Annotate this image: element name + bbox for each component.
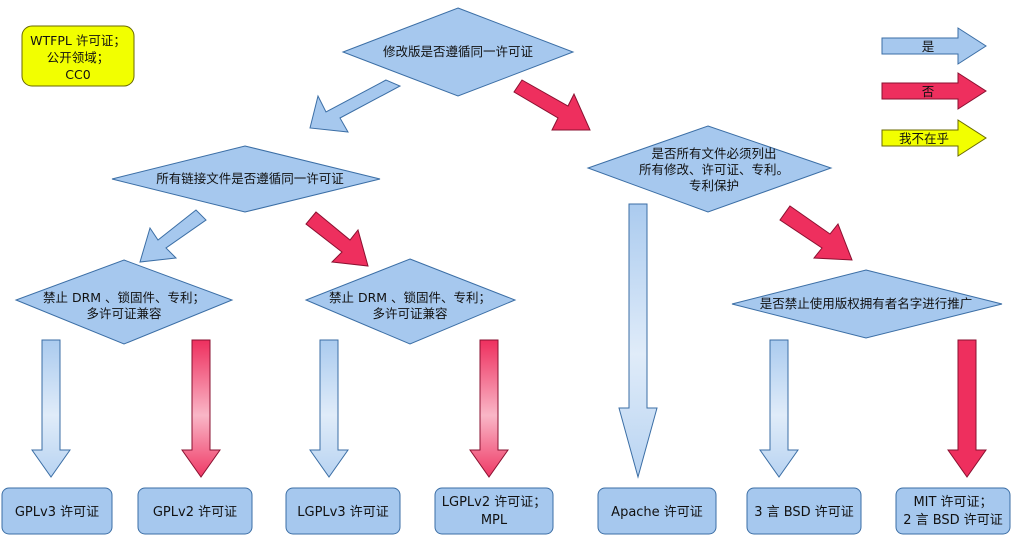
arrow-down-lgplv3-icon (309, 339, 349, 478)
legend-dontcare: 我不在乎 (881, 119, 987, 157)
license-apache-line-1: Apache 许可证 (611, 505, 703, 520)
arrow-down-lgplv2-icon (469, 339, 509, 478)
arrow-linked-no-icon (305, 211, 369, 267)
legend-no: 否 (881, 72, 987, 110)
arrow-down-apache-icon (618, 203, 658, 479)
decision-top-line-1: 修改版是否遵循同一许可证 (383, 44, 534, 59)
license-box-gplv3: GPLv3 许可证 (1, 487, 113, 535)
decision-top: 修改版是否遵循同一许可证 (341, 7, 575, 97)
decision-name-ban: 是否禁止使用版权拥有者名字进行推广 (731, 269, 1003, 339)
decision-drm-right-line-2: 多许可证兼容 (372, 306, 447, 321)
license-gplv2-line-1: GPLv2 许可证 (153, 505, 237, 520)
arrow-down-bsd3-icon (759, 339, 799, 478)
license-box-apache: Apache 许可证 (597, 487, 717, 535)
arrow-down-gplv3-icon (31, 339, 71, 478)
decision-drm-left: 禁止 DRM 、锁固件、专利； 多许可证兼容 (14, 259, 234, 345)
arrow-down-mit-icon (947, 339, 987, 478)
decision-list-mods-line-3: 专利保护 (689, 178, 739, 193)
license-box-bsd3: 3 言 BSD 许可证 (746, 487, 862, 535)
license-box-gplv2: GPLv2 许可证 (137, 487, 253, 535)
arrow-linked-yes-icon (139, 209, 207, 263)
legend-no-arrow-icon (881, 72, 987, 110)
legend-yes-arrow-icon (881, 27, 987, 65)
license-lgplv2-line-1: LGPLv2 许可证； (442, 495, 547, 510)
legend-yes-label: 是 (922, 39, 935, 54)
license-box-lgplv3: LGPLv3 许可证 (285, 487, 401, 535)
license-box-mit: MIT 许可证； 2 言 BSD 许可证 (895, 487, 1011, 535)
note-box: WTFPL 许可证； 公开领域； CC0 (21, 25, 135, 87)
arrow-top-yes-icon (309, 79, 402, 133)
license-mit-line-2: 2 言 BSD 许可证 (903, 513, 1003, 528)
decision-drm-left-line-2: 多许可证兼容 (86, 306, 161, 321)
legend-yes: 是 (881, 27, 987, 65)
decision-drm-left-line-1: 禁止 DRM 、锁固件、专利； (43, 290, 205, 305)
arrow-down-gplv2-icon (181, 339, 221, 478)
license-box-lgplv2: LGPLv2 许可证； MPL (434, 487, 554, 535)
arrow-top-no-icon (513, 79, 591, 131)
decision-linked: 所有链接文件是否遵循同一许可证 (111, 145, 381, 213)
license-lgplv2-line-2: MPL (481, 513, 508, 528)
decision-name-ban-line-1: 是否禁止使用版权拥有者名字进行推广 (760, 296, 973, 311)
legend-dontcare-arrow-icon (881, 119, 987, 157)
legend-no-label: 否 (922, 84, 935, 99)
decision-linked-line-1: 所有链接文件是否遵循同一许可证 (156, 171, 344, 186)
legend: 是 否 我不在乎 (881, 27, 987, 157)
note-line-3: CC0 (65, 67, 90, 82)
license-bsd3-line-1: 3 言 BSD 许可证 (754, 505, 854, 520)
note-line-2: 公开领域； (47, 50, 110, 65)
note-line-1: WTFPL 许可证； (30, 33, 126, 48)
decision-list-mods-line-2: 所有修改、许可证、专利。 (639, 162, 789, 177)
license-mit-line-1: MIT 许可证； (913, 495, 992, 510)
legend-dontcare-label: 我不在乎 (899, 131, 949, 146)
license-gplv3-line-1: GPLv3 许可证 (15, 505, 99, 520)
decision-list-mods-line-1: 是否所有文件必须列出 (651, 146, 776, 161)
license-lgplv3-line-1: LGPLv3 许可证 (297, 505, 389, 520)
decision-list-mods: 是否所有文件必须列出 所有修改、许可证、专利。 专利保护 (586, 125, 833, 213)
decision-drm-right: 禁止 DRM 、锁固件、专利； 多许可证兼容 (304, 258, 517, 345)
decision-drm-right-line-1: 禁止 DRM 、锁固件、专利； (329, 290, 491, 305)
arrow-listmods-no-icon (779, 205, 853, 261)
